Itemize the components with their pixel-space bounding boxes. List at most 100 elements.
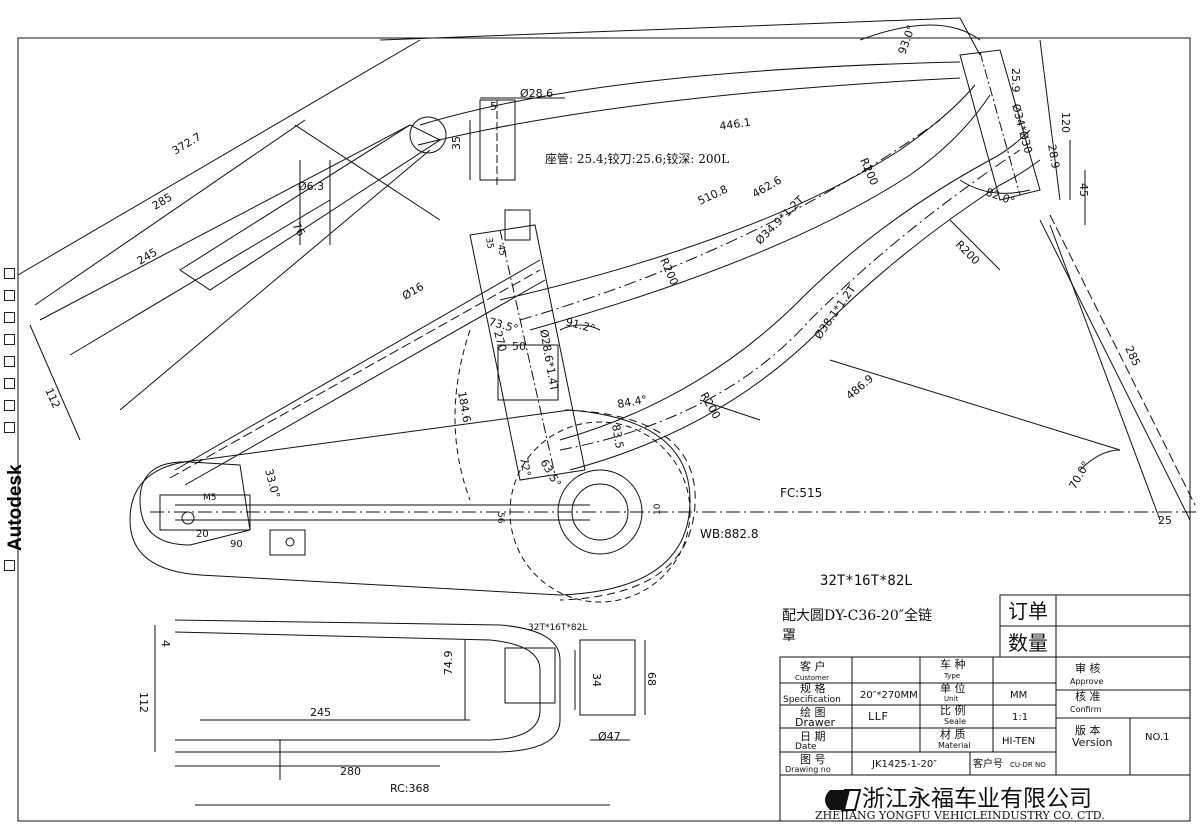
label-184-6: 184.6 [455, 390, 473, 423]
bottom-bracket [557, 469, 643, 555]
label-486-9: 486.9 [844, 372, 876, 402]
dim-372-line [17, 39, 421, 276]
tb-version-val: NO.1 [1145, 732, 1170, 743]
label-6-3: Ø6.3 [298, 180, 324, 193]
tb-spec-cn: 规 格 [800, 681, 826, 695]
side-tab [4, 378, 15, 389]
label-33: 33.0° [262, 467, 282, 499]
label-seat-post-inner: 5 [490, 100, 497, 113]
chain-guard [129, 409, 691, 596]
rear-bridge [179, 124, 442, 291]
tb-scale-en: Seale [944, 717, 966, 726]
side-tab [4, 334, 15, 345]
label-10: 10 [653, 503, 663, 515]
tb-customer-cn: 客 户 [800, 659, 826, 673]
label-84-4: 84.4° [616, 393, 648, 411]
label-45: 45 [1077, 183, 1090, 197]
label-63-5: 63.5° [537, 457, 563, 489]
label-b-rc: RC:368 [390, 782, 429, 795]
tb-approve-en: Approve [1070, 677, 1103, 686]
side-tab [4, 400, 15, 411]
label-r200a: R200 [857, 156, 881, 187]
side-tab [4, 422, 15, 433]
label-372-7: 372.7 [170, 130, 204, 157]
label-b-4: 4 [159, 640, 172, 647]
side-tab [4, 356, 15, 367]
company-logo-icon [825, 789, 862, 811]
label-285a: 285 [150, 191, 175, 213]
tb-drawing-no-val: JK1425-1-20″ [871, 759, 937, 770]
tb-confirm-cn: 核 准 [1075, 689, 1101, 703]
label-16: Ø16 [400, 280, 426, 303]
tb-version-en: Version [1072, 736, 1112, 749]
label-112a: 112 [42, 386, 62, 410]
label-b-68: 68 [645, 672, 658, 686]
label-tube-28-6: Ø28.6*1.4T [537, 328, 561, 392]
label-b-245: 245 [310, 706, 331, 719]
label-28-9: 28.9 [1045, 143, 1062, 169]
label-462-6: 462.6 [750, 174, 784, 201]
gear-spec-small: 32T*16T*82L [528, 623, 587, 633]
label-b-47: Ø47 [598, 730, 621, 743]
label-50: 50 [512, 340, 526, 353]
label-83-5: 83.5 [609, 423, 626, 449]
label-270: 270 [491, 329, 509, 353]
tb-drawing-no-en: Drawing no [785, 765, 831, 774]
tb-drawer-cn: 绘 图 [800, 705, 826, 719]
tb-approve-cn: 审 核 [1075, 661, 1101, 675]
label-285b: 285 [1122, 344, 1143, 369]
tb-confirm-en: Confirm [1070, 705, 1102, 714]
seat-stay [174, 259, 541, 471]
side-tab [4, 268, 15, 279]
label-b-74-9: 74.9 [442, 651, 455, 676]
tb-unit-cn: 单 位 [940, 681, 966, 695]
tb-type-en: Type [943, 672, 960, 680]
label-72: 72° [517, 456, 533, 477]
tb-version-cn: 版 本 [1075, 723, 1101, 737]
tb-drawing-no-cn: 图 号 [800, 753, 826, 766]
down-tube [559, 129, 1031, 441]
tb-material-cn: 材 质 [940, 727, 966, 741]
side-tab [4, 312, 15, 323]
tb-unit-en: Unit [944, 695, 959, 703]
tb-drawer-en: Drawer [795, 716, 835, 729]
label-76: 76 [289, 220, 307, 239]
quantity-label: 数量 [1008, 631, 1048, 655]
company-name-en: ZHEJIANG YONGFU VEHICLEINDUSTRY CO. CTD. [815, 809, 1105, 822]
tb-customer-no-cn: 客户号 [973, 757, 1003, 770]
label-510-8: 510.8 [696, 183, 730, 208]
label-seat-post-depth: 35 [450, 136, 463, 150]
label-fc: FC:515 [780, 486, 822, 500]
rear-triangle-top-view [174, 619, 561, 753]
label-wb: WB:882.8 [700, 527, 759, 541]
rear-dropout [139, 461, 251, 546]
label-70: 70.0° [1066, 459, 1092, 491]
tb-spec-val: 20″*270MM [860, 690, 918, 701]
tb-drawer-val: LLF [868, 710, 888, 723]
label-25: 25 [1158, 514, 1172, 527]
seat-clamp [497, 344, 559, 401]
tb-customer-no-val: CU-DR NO [1010, 761, 1046, 769]
tb-customer-en: Customer [795, 674, 829, 682]
gear-spec: 32T*16T*82L [820, 573, 913, 589]
side-tab [4, 290, 15, 301]
label-45b: 45 [495, 244, 507, 257]
bb-shell-top-view [504, 647, 556, 704]
title-block [779, 656, 1191, 822]
seat-tube [469, 224, 586, 481]
label-m5: M5 [203, 493, 217, 503]
tb-spec-en: Specification [783, 695, 841, 705]
tb-unit-val: MM [1010, 690, 1027, 701]
label-120: 120 [1059, 112, 1072, 133]
seat-tube-note: 座管: 25.4;铰刀:25.6;铰深: 200L [545, 151, 729, 166]
label-r200c: R200 [953, 238, 982, 267]
label-446-1: 446.1 [719, 116, 752, 133]
label-35b: 35 [483, 237, 495, 250]
label-tube-38-1: Ø38.1*1.2T [812, 283, 859, 342]
label-b-34: 34 [590, 673, 603, 687]
note-line1: 配大圆DY-C36-20″全链 [782, 607, 932, 624]
tb-date-cn: 日 期 [800, 730, 826, 743]
tb-material-val: HI-TEN [1002, 736, 1035, 747]
label-b-112: 112 [137, 692, 150, 713]
